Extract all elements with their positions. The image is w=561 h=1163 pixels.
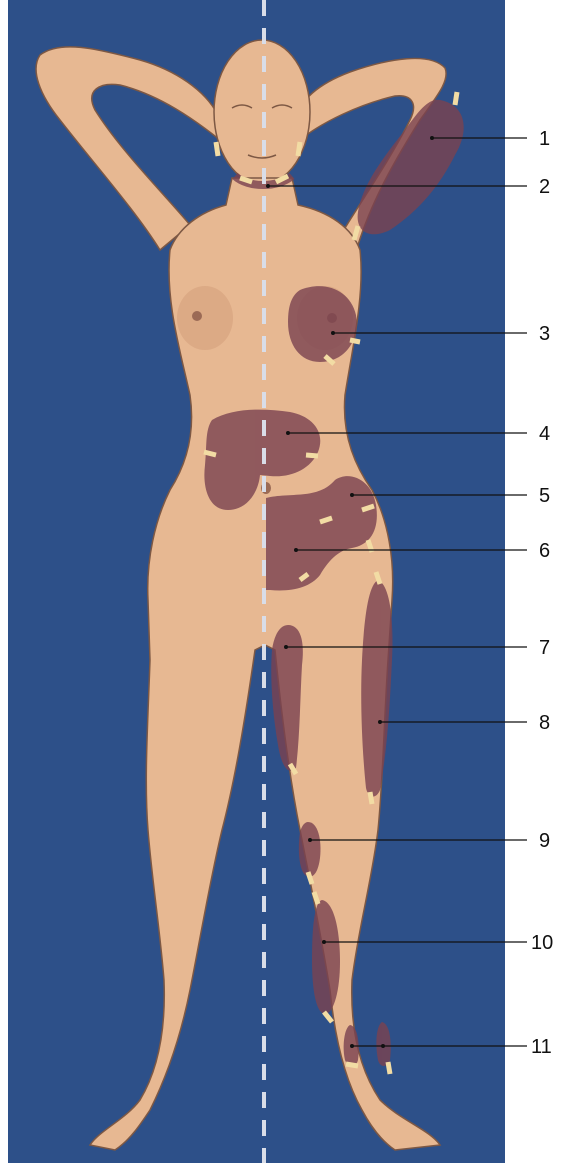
label-8: 8 <box>539 712 550 734</box>
number-labels: 1 2 3 4 5 6 7 8 9 10 11 <box>531 128 553 1058</box>
marker <box>350 340 360 342</box>
label-4: 4 <box>539 423 550 445</box>
label-1: 1 <box>539 128 550 150</box>
label-6: 6 <box>539 540 550 562</box>
label-9: 9 <box>539 830 550 852</box>
leader-dot <box>430 136 434 140</box>
label-7: 7 <box>539 637 550 659</box>
leader-dot <box>284 645 288 649</box>
leader-dot <box>294 548 298 552</box>
marker <box>298 142 300 156</box>
left-breast-shade <box>177 286 233 350</box>
label-3: 3 <box>539 323 550 345</box>
marker <box>346 1064 358 1066</box>
leader-dot <box>350 1044 354 1048</box>
label-11: 11 <box>531 1036 552 1058</box>
region-3-breast <box>288 286 357 362</box>
marker <box>388 1062 390 1074</box>
leader-dot <box>286 431 290 435</box>
leader-dot <box>322 940 326 944</box>
marker <box>216 142 218 156</box>
marker <box>455 92 457 105</box>
leader-dot <box>331 331 335 335</box>
leader-dot <box>266 184 270 188</box>
left-nipple <box>192 311 202 321</box>
label-10: 10 <box>531 932 553 954</box>
region-9-knee <box>299 822 321 877</box>
label-5: 5 <box>539 485 550 507</box>
leader-dot <box>350 493 354 497</box>
marker <box>204 452 216 455</box>
leader-dot <box>378 720 382 724</box>
marker <box>370 792 372 804</box>
leader-dot <box>308 838 312 842</box>
marker <box>306 455 318 456</box>
leader-dot <box>381 1044 385 1048</box>
label-2: 2 <box>539 176 550 198</box>
